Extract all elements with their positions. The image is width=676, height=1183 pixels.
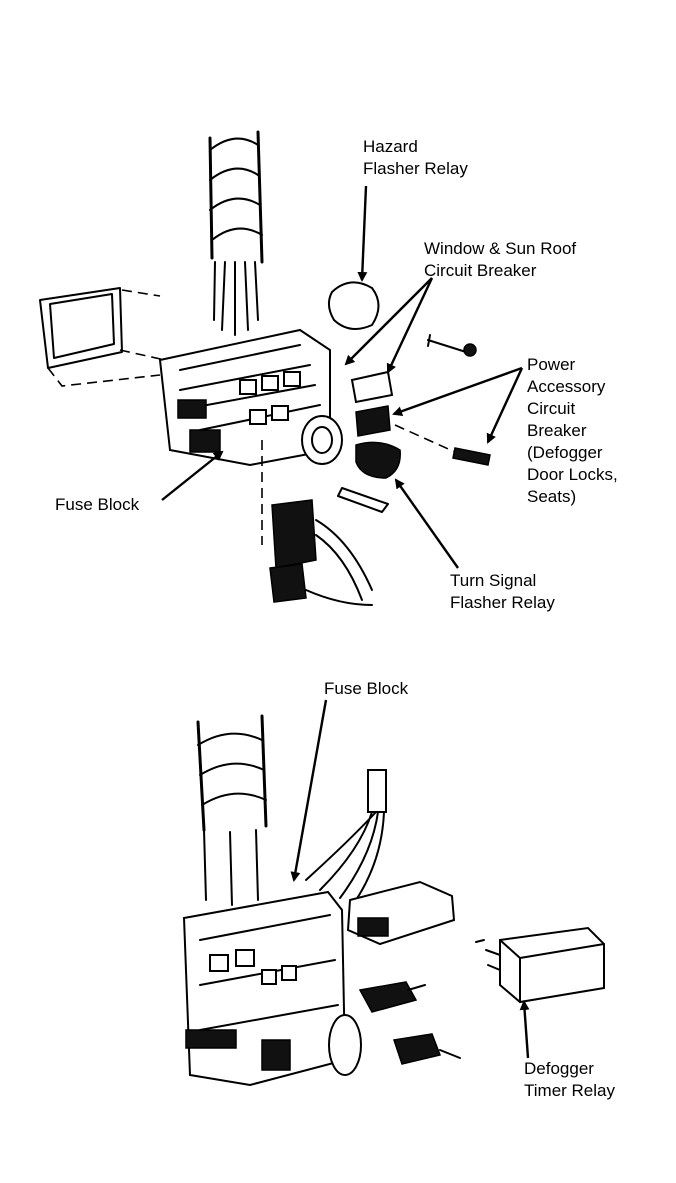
label-line: Door Locks, (527, 465, 618, 484)
label-line: Fuse Block (324, 679, 409, 698)
screw-top (337, 334, 477, 513)
label-line: Turn Signal (450, 571, 537, 590)
turn-signal-relay-part (355, 441, 401, 479)
turn-signal-flasher-relay-label: Turn Signal Flasher Relay (450, 570, 555, 614)
fuse-block-label-top: Fuse Block (55, 494, 139, 516)
power-accessory-part (394, 424, 491, 466)
hazard-flasher-relay-label: Hazard Flasher Relay (363, 136, 468, 180)
steering-column-top (208, 130, 264, 336)
fuse-block-top (158, 328, 343, 467)
label-line: Flasher Relay (450, 593, 555, 612)
leader-arrows-top (161, 185, 524, 569)
label-line: (Defogger (527, 443, 603, 462)
defogger-timer-relay-label: Defogger Timer Relay (524, 1058, 615, 1102)
fuse-block-bottom (182, 890, 362, 1087)
defogger-relay-part (475, 926, 605, 1004)
mounting-bracket (39, 287, 166, 387)
label-line: Circuit (527, 399, 576, 418)
harness-connector-top (261, 440, 373, 606)
label-line: Seats) (527, 487, 577, 506)
label-line: Hazard (363, 137, 418, 156)
label-line: Window & Sun Roof (424, 239, 577, 258)
connectors-bottom (346, 880, 461, 1065)
label-line: Power (527, 355, 576, 374)
steering-column-bottom (196, 714, 268, 906)
window-breaker-part (350, 370, 394, 437)
label-line: Fuse Block (55, 495, 140, 514)
label-line: Timer Relay (524, 1081, 615, 1100)
fuse-block-label-bottom: Fuse Block (324, 678, 408, 700)
power-accessory-breaker-label: Power Accessory Circuit Breaker (Defogge… (527, 354, 618, 508)
hazard-relay-part (328, 281, 380, 330)
label-line: Flasher Relay (363, 159, 468, 178)
label-line: Circuit Breaker (424, 261, 537, 280)
label-line: Defogger (524, 1059, 594, 1078)
label-line: Breaker (527, 421, 587, 440)
label-line: Accessory (527, 377, 606, 396)
window-sun-roof-breaker-label: Window & Sun Roof Circuit Breaker (424, 238, 576, 282)
leader-arrows-bottom (290, 699, 530, 1059)
harness-bottom (305, 769, 387, 901)
